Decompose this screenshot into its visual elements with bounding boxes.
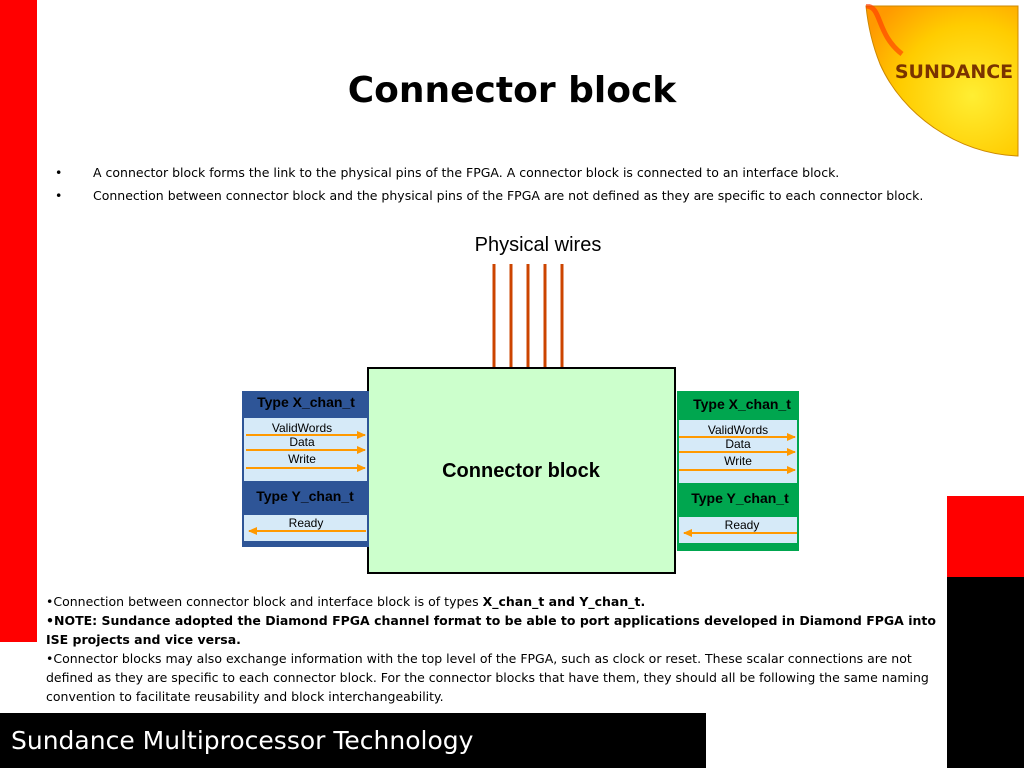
right-y-signals-inner bbox=[679, 517, 797, 543]
note-3-text: •Connector blocks may also exchange info… bbox=[46, 651, 929, 704]
left-signal-ready: Ready bbox=[289, 516, 324, 530]
right-x-header bbox=[677, 391, 799, 418]
physical-wires-label: Physical wires bbox=[475, 234, 602, 256]
footer-bar bbox=[0, 713, 706, 768]
left-channel-block: Type X_chan_t ValidWords Data Write Type… bbox=[242, 391, 369, 547]
left-x-type-label: Type X_chan_t bbox=[257, 394, 355, 410]
right-channel-block: Type X_chan_t ValidWords Data Write Type… bbox=[677, 391, 799, 551]
left-signal-validwords: ValidWords bbox=[272, 421, 332, 435]
footer-text: Sundance Multiprocessor Technology bbox=[11, 726, 474, 755]
right-signal-ready: Ready bbox=[725, 518, 760, 532]
bullet-text: A connector block forms the link to the … bbox=[93, 165, 840, 180]
left-signal-data: Data bbox=[289, 435, 315, 449]
connector-block-box bbox=[367, 367, 676, 574]
right-signal-write: Write bbox=[724, 454, 752, 468]
left-signal-write: Write bbox=[288, 452, 316, 466]
note-1: •Connection between connector block and … bbox=[46, 592, 941, 611]
note-1-bold: X_chan_t and Y_chan_t. bbox=[482, 594, 646, 609]
connector-block-label: Connector block bbox=[442, 460, 601, 482]
left-y-type-label: Type Y_chan_t bbox=[256, 488, 354, 504]
right-red-block bbox=[947, 496, 1024, 577]
page-title: Connector block bbox=[347, 70, 677, 111]
right-y-header bbox=[677, 485, 799, 515]
right-signal-data: Data bbox=[725, 437, 751, 451]
physical-wires bbox=[492, 264, 564, 368]
note-2-bold: •NOTE: Sundance adopted the Diamond FPGA… bbox=[46, 613, 936, 647]
notes-text: •Connection between connector block and … bbox=[46, 592, 941, 706]
left-y-header bbox=[242, 483, 369, 513]
left-red-bar bbox=[0, 0, 37, 642]
bullet-text: Connection between connector block and t… bbox=[93, 188, 924, 203]
right-x-type-label: Type X_chan_t bbox=[693, 396, 791, 412]
bullet-marker: • bbox=[55, 165, 63, 180]
left-y-signals-inner bbox=[244, 515, 367, 541]
logo-text: SUNDANCE bbox=[895, 61, 1013, 83]
right-signal-validwords: ValidWords bbox=[708, 423, 768, 437]
right-black-block bbox=[947, 577, 1024, 768]
sundance-logo: SUNDANCE bbox=[865, 4, 1019, 157]
note-2: •NOTE: Sundance adopted the Diamond FPGA… bbox=[46, 611, 941, 649]
bullet-marker: • bbox=[55, 188, 63, 203]
right-y-type-label: Type Y_chan_t bbox=[691, 490, 789, 506]
note-3: •Connector blocks may also exchange info… bbox=[46, 649, 941, 706]
left-x-header bbox=[242, 391, 369, 416]
note-1-text: •Connection between connector block and … bbox=[46, 594, 483, 609]
